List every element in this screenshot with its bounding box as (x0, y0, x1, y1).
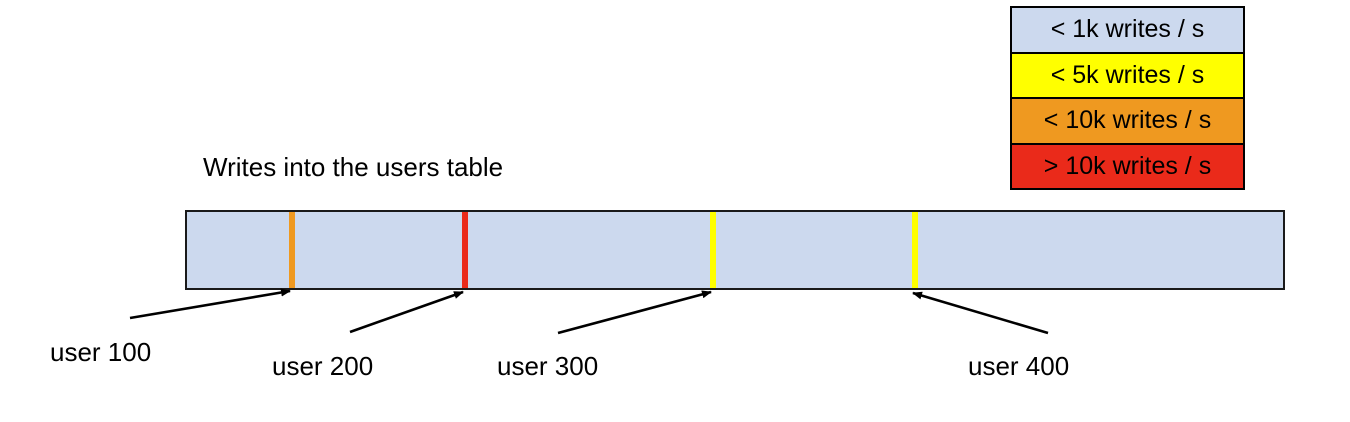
stripe-user-300 (710, 212, 716, 288)
legend-item-label: < 10k writes / s (1043, 106, 1212, 135)
legend-item-gt-10k: > 10k writes / s (1012, 144, 1243, 188)
arrow-user-200 (349, 290, 464, 334)
stripe-user-100 (289, 212, 295, 288)
legend-item-lt-10k: < 10k writes / s (1012, 99, 1243, 145)
legend-item-lt-1k: < 1k writes / s (1012, 8, 1243, 54)
label-user-100: user 100 (50, 337, 152, 367)
stripe-user-400 (912, 212, 918, 288)
legend-item-label: < 1k writes / s (1050, 15, 1205, 44)
label-user-400: user 400 (968, 351, 1070, 381)
legend-item-label: > 10k writes / s (1043, 151, 1212, 180)
legend-item-lt-5k: < 5k writes / s (1012, 53, 1243, 99)
diagram-caption: Writes into the users table (203, 152, 504, 182)
stripe-user-200 (462, 212, 468, 288)
label-user-300: user 300 (497, 351, 599, 381)
arrow-user-400 (912, 291, 1049, 335)
label-user-200: user 200 (272, 351, 374, 381)
arrow-user-100 (129, 288, 291, 320)
legend-item-label: < 5k writes / s (1050, 60, 1205, 89)
arrow-user-300 (557, 290, 712, 335)
write-rate-legend: < 1k writes / s < 5k writes / s < 10k wr… (1010, 6, 1245, 190)
users-table-bar (185, 210, 1285, 290)
